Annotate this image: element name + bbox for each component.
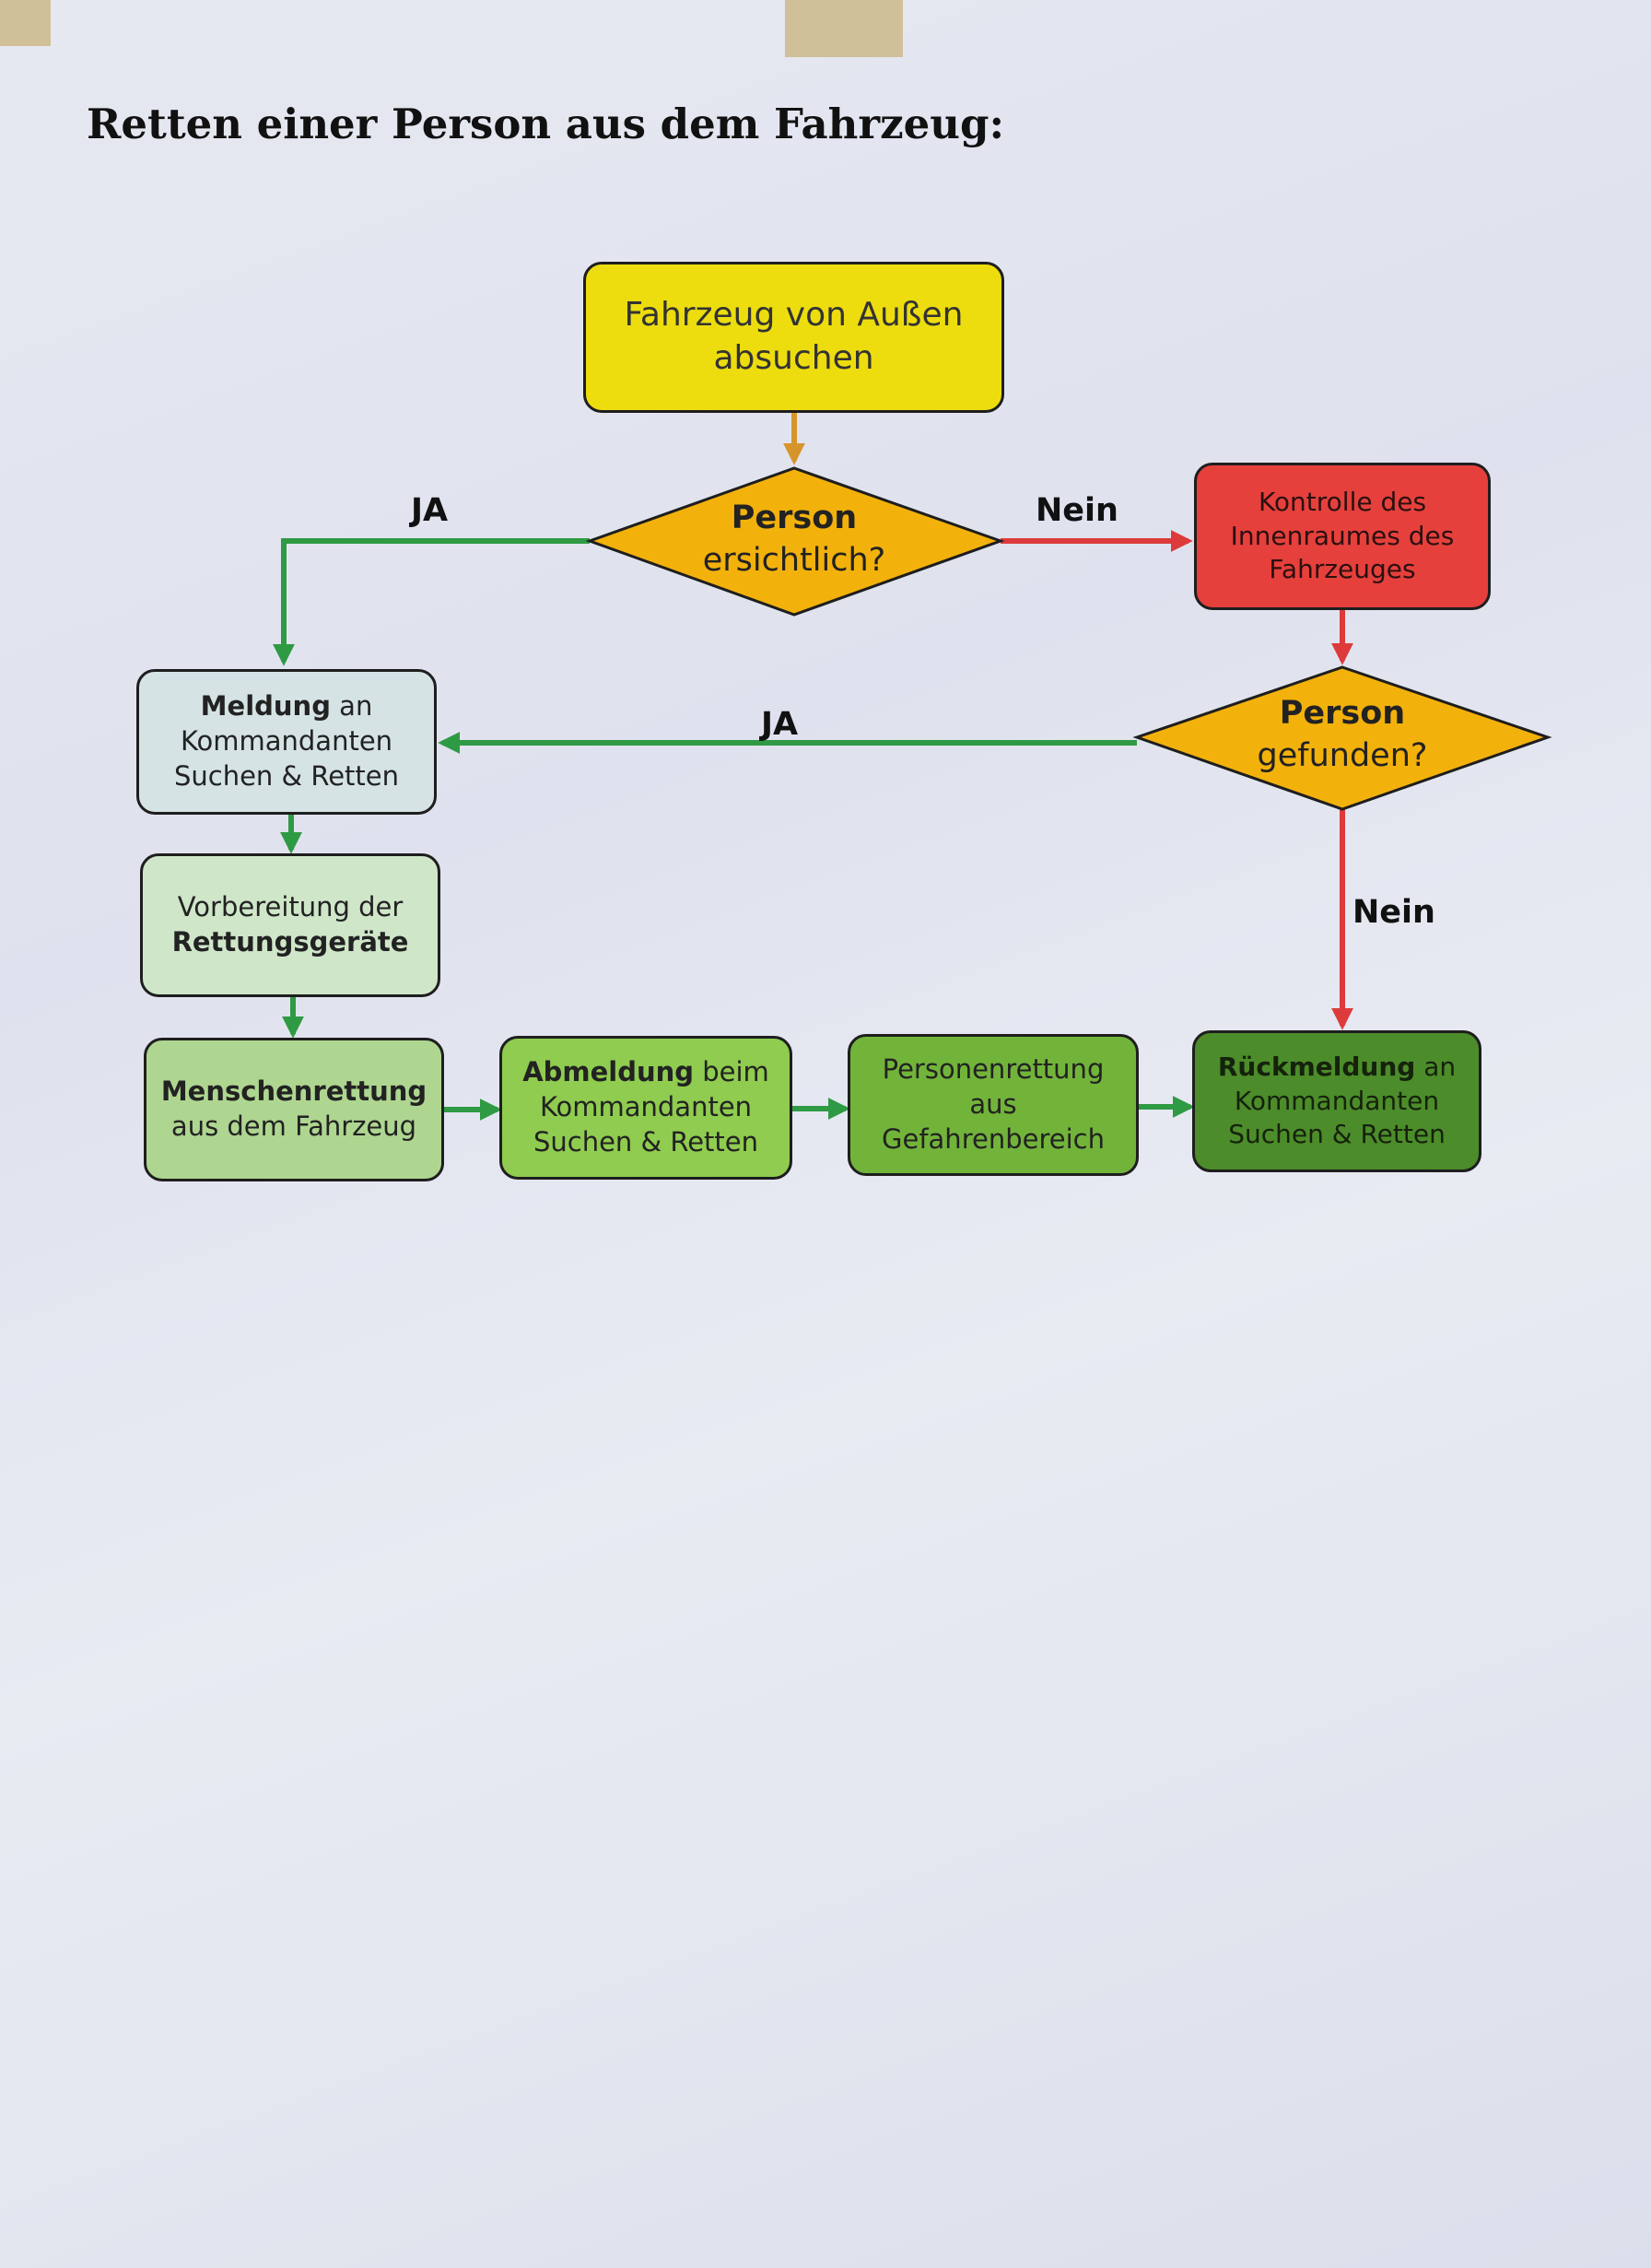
edge-label-ja-1: JA	[411, 492, 449, 529]
menschenrettung-bold: Menschenrettung	[160, 1075, 427, 1108]
rueckmeldung-box: Rückmeldung an Kommandanten Suchen & Ret…	[1192, 1030, 1481, 1172]
control-interior-box: Kontrolle des Innenraumes des Fahrzeuges	[1194, 463, 1491, 610]
abmeldung-rest: beim	[694, 1056, 769, 1088]
rueckmeldung-rest: an	[1415, 1052, 1457, 1083]
decision1-diamond	[585, 466, 1005, 617]
rueckmeldung-bold: Rückmeldung	[1217, 1052, 1416, 1083]
start-box: Fahrzeug von Außen absuchen	[583, 262, 1004, 413]
edge-label-nein-1: Nein	[1036, 492, 1118, 529]
decision1-text: Person ersichtlich?	[645, 498, 943, 582]
page-title: Retten einer Person aus dem Fahrzeug:	[87, 100, 1005, 148]
personenrettung-line3: Gefahrenbereich	[882, 1122, 1105, 1155]
abmeldung-box: Abmeldung beim Kommandanten Suchen & Ret…	[499, 1036, 792, 1180]
meldung-box: Meldung an Kommandanten Suchen & Retten	[136, 669, 437, 815]
menschenrettung-box: Menschenrettung aus dem Fahrzeug	[144, 1038, 444, 1181]
vorbereitung-bold: Rettungsgeräte	[171, 926, 409, 958]
abmeldung-line2: Kommandanten	[539, 1091, 753, 1123]
start-box-line1: Fahrzeug von Außen	[624, 296, 964, 335]
personenrettung-line1: Personenrettung	[882, 1053, 1105, 1086]
control-line2: Innenraumes des	[1230, 520, 1455, 551]
edge-label-ja-2: JA	[761, 706, 799, 743]
abmeldung-line3: Suchen & Retten	[533, 1125, 759, 1158]
edge-label-nein-2: Nein	[1352, 894, 1435, 931]
control-line1: Kontrolle des	[1258, 487, 1427, 518]
decision1-line1: Person	[731, 499, 858, 536]
control-line3: Fahrzeuges	[1269, 554, 1416, 585]
rueckmeldung-line3: Suchen & Retten	[1228, 1119, 1446, 1150]
personenrettung-box: Personenrettung aus Gefahrenbereich	[848, 1034, 1139, 1176]
start-box-line2: absuchen	[713, 339, 874, 377]
personenrettung-line2: aus	[969, 1088, 1017, 1121]
vorbereitung-box: Vorbereitung der Rettungsgeräte	[140, 853, 440, 997]
meldung-rest: an	[330, 690, 373, 723]
decision2-line2: gefunden?	[1257, 736, 1428, 774]
vorbereitung-line1: Vorbereitung der	[177, 891, 404, 923]
rueckmeldung-line2: Kommandanten	[1234, 1085, 1440, 1116]
decision2-diamond	[1132, 665, 1552, 811]
menschenrettung-line2: aus dem Fahrzeug	[170, 1110, 417, 1142]
arrow-ja-to-meldung	[273, 538, 590, 666]
tape-strip-left	[0, 0, 51, 46]
decision2-text: Person gefunden?	[1193, 693, 1492, 777]
meldung-line3: Suchen & Retten	[173, 759, 400, 792]
decision2-line1: Person	[1279, 695, 1406, 732]
decision1-line2: ersichtlich?	[702, 541, 886, 579]
meldung-bold: Meldung	[200, 690, 331, 723]
abmeldung-bold: Abmeldung	[522, 1056, 695, 1088]
tape-strip-center	[785, 0, 903, 57]
meldung-line2: Kommandanten	[180, 725, 393, 758]
